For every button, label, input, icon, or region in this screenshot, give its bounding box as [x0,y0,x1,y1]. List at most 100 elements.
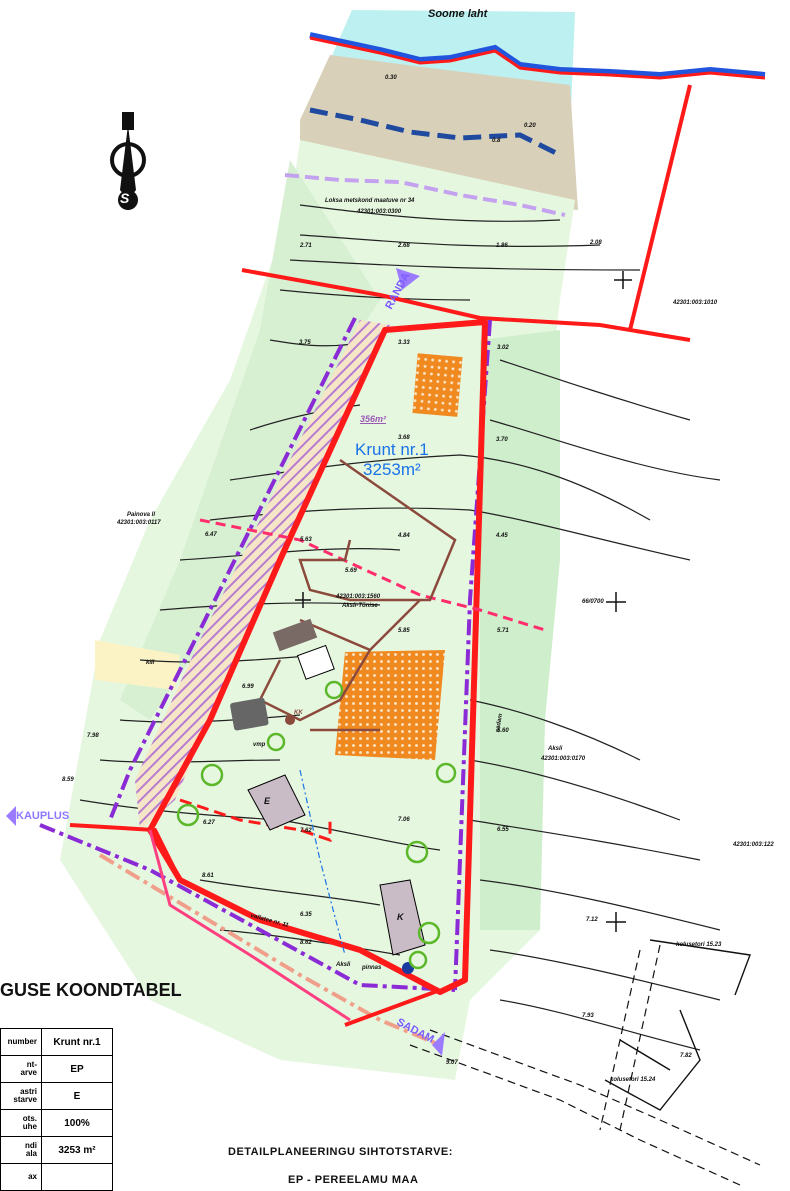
krunt-area: 3253m² [363,460,421,479]
neighbor-west-name: Painova II [127,512,156,518]
elev-13: 4.84 [398,533,410,539]
kauplus-arrow-icon [6,806,16,826]
neighbor-east-code: 42301:003:0170 [541,756,586,762]
elev-5: 2.68 [398,243,410,249]
elev-31: 7.82 [680,1053,692,1059]
elev-32: 8.61 [202,873,214,879]
road-border-west [108,317,357,821]
elev-28: 6.35 [300,912,312,918]
elev-8: 3.75 [299,340,311,346]
brown-outline [258,458,457,732]
road-south-1: kolusetori 15.23 [676,942,722,948]
kk-point [285,715,295,725]
row-value: 3253 m² [41,1136,113,1164]
plot-title: Krunt nr.1 3253m² [355,440,429,480]
kk-label: KK [294,710,303,716]
protection-line [284,173,566,217]
sadam-arrow-icon [432,1032,445,1056]
pinnas-label: pinnas [362,965,382,971]
forest-label: Loksa metskond maatuve nr 34 [325,198,415,204]
coastline-blue [309,32,766,79]
elev-34: 9.07 [446,1060,458,1066]
contour-lines [79,204,721,1051]
elev-23: 8.59 [62,777,74,783]
table-row: ndi ala 3253 m² [0,1136,113,1164]
randa-arrow-icon [396,268,420,290]
pink-line [199,518,546,632]
vmp-label: vmp [253,742,266,748]
access-line-3 [344,988,441,1027]
street-label-2: Aksli [336,962,351,968]
green-zone-east [480,330,560,930]
row-label: ax [0,1163,42,1191]
green-zone-west [120,160,380,720]
small-area-label: 356m² [360,414,387,424]
building-k-letter: K [397,912,404,922]
parcel-code-ne: 42301:003:1010 [673,300,718,306]
road-border-south [39,823,456,992]
col-krunt: Krunt nr.1 [41,1028,113,1056]
elev-6: 1.86 [496,243,508,249]
trees [176,680,457,970]
parcel-boundary-e [628,84,692,331]
elev-1: 0.30 [385,75,397,81]
row-label: astri starve [0,1082,42,1110]
elev-4: 2.71 [300,243,312,249]
access-line [69,823,182,881]
row-value: EP [41,1055,113,1083]
elev-10: 3.02 [497,345,509,351]
hill-label: kill [146,660,155,666]
elev-3: 0.8 [492,138,501,144]
north-arrow [110,112,146,210]
neighbor-east-name: Aksli [548,746,563,752]
table-row: nt- arve EP [0,1055,113,1083]
neighbor-west-code: 42301:003:0117 [117,520,161,526]
elev-33: 8.62 [300,940,312,946]
table-row: astri starve E [0,1082,113,1110]
elev-7: 2.08 [590,240,602,246]
elev-19: 5.60 [497,728,509,734]
elev-17: 5.85 [398,628,410,634]
purpose-title: DETAILPLANEERINGU SIHTOTSTARVE: [228,1146,453,1158]
elev-16: 4.45 [496,533,508,539]
row-label: nt- arve [0,1055,42,1083]
building-e-letter: E [264,796,271,806]
summary-table: number Krunt nr.1 nt- arve EP astri star… [0,1028,113,1191]
elev-20: 6.47 [205,532,217,538]
access-line-2 [148,829,351,1022]
elev-25: 7.62 [300,828,312,834]
far-east-code: 42301:003:122 [733,842,774,848]
elev-12: 3.70 [496,437,508,443]
existing-building-1 [272,618,318,652]
yellow-patch [95,640,180,690]
elev-15: 5.69 [345,568,357,574]
row-value: E [41,1082,113,1110]
plot-name: Aksli-Tõnise [342,603,378,609]
elev-14: 5.63 [300,537,312,543]
forest-code: 42301:003:0300 [357,209,402,215]
elev-2: 0.20 [524,123,536,129]
elev-27: 6.55 [497,827,509,833]
row-value: 100% [41,1109,113,1137]
summary-title: GUSE KOONDTABEL [0,980,182,1000]
elev-26: 7.06 [398,817,410,823]
elev-21: 6.99 [242,684,254,690]
road-south-2: kolusetori 15.24 [610,1077,656,1083]
row-value [41,1163,113,1191]
existing-building-2 [296,644,335,680]
east-ref: 66/0700 [582,599,604,605]
north-arrow-letter: S [120,190,130,206]
row-label: ots. uhe [0,1109,42,1137]
randa-road-area [135,320,390,830]
building-zone-north [412,353,463,417]
survey-crosses [295,271,632,932]
table-row: ots. uhe 100% [0,1109,113,1137]
elev-24: 6.27 [203,820,215,826]
new-building-e [247,774,306,831]
new-building-k [379,879,426,956]
row-label: ndi ala [0,1136,42,1164]
elev-9: 3.33 [398,340,410,346]
building-line [179,798,332,843]
purpose-value: EP - PEREELAMU MAA [288,1174,419,1186]
